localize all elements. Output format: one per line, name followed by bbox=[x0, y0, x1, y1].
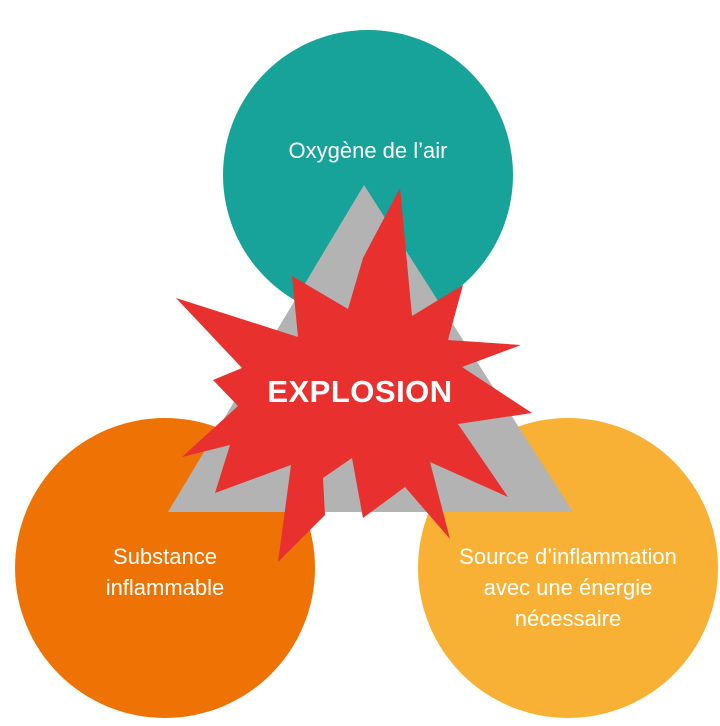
source-label: Source d’inflammation avec une énergie n… bbox=[416, 541, 720, 634]
oxygen-label-line: Oxygène de l’air bbox=[288, 138, 448, 163]
explosion-label: EXPLOSION bbox=[267, 374, 453, 409]
substance-label-line: inflammable bbox=[105, 575, 225, 600]
oxygen-circle bbox=[223, 30, 513, 320]
source-label-line: avec une énergie bbox=[483, 575, 653, 600]
source-label-line: Source d’inflammation bbox=[459, 544, 677, 569]
explosion-starburst-icon bbox=[176, 188, 532, 562]
substance-label: Substance inflammable bbox=[20, 541, 310, 603]
oxygen-label: Oxygène de l’air bbox=[226, 135, 510, 166]
source-label-line: nécessaire bbox=[514, 606, 622, 631]
substance-label-line: Substance bbox=[113, 544, 217, 569]
